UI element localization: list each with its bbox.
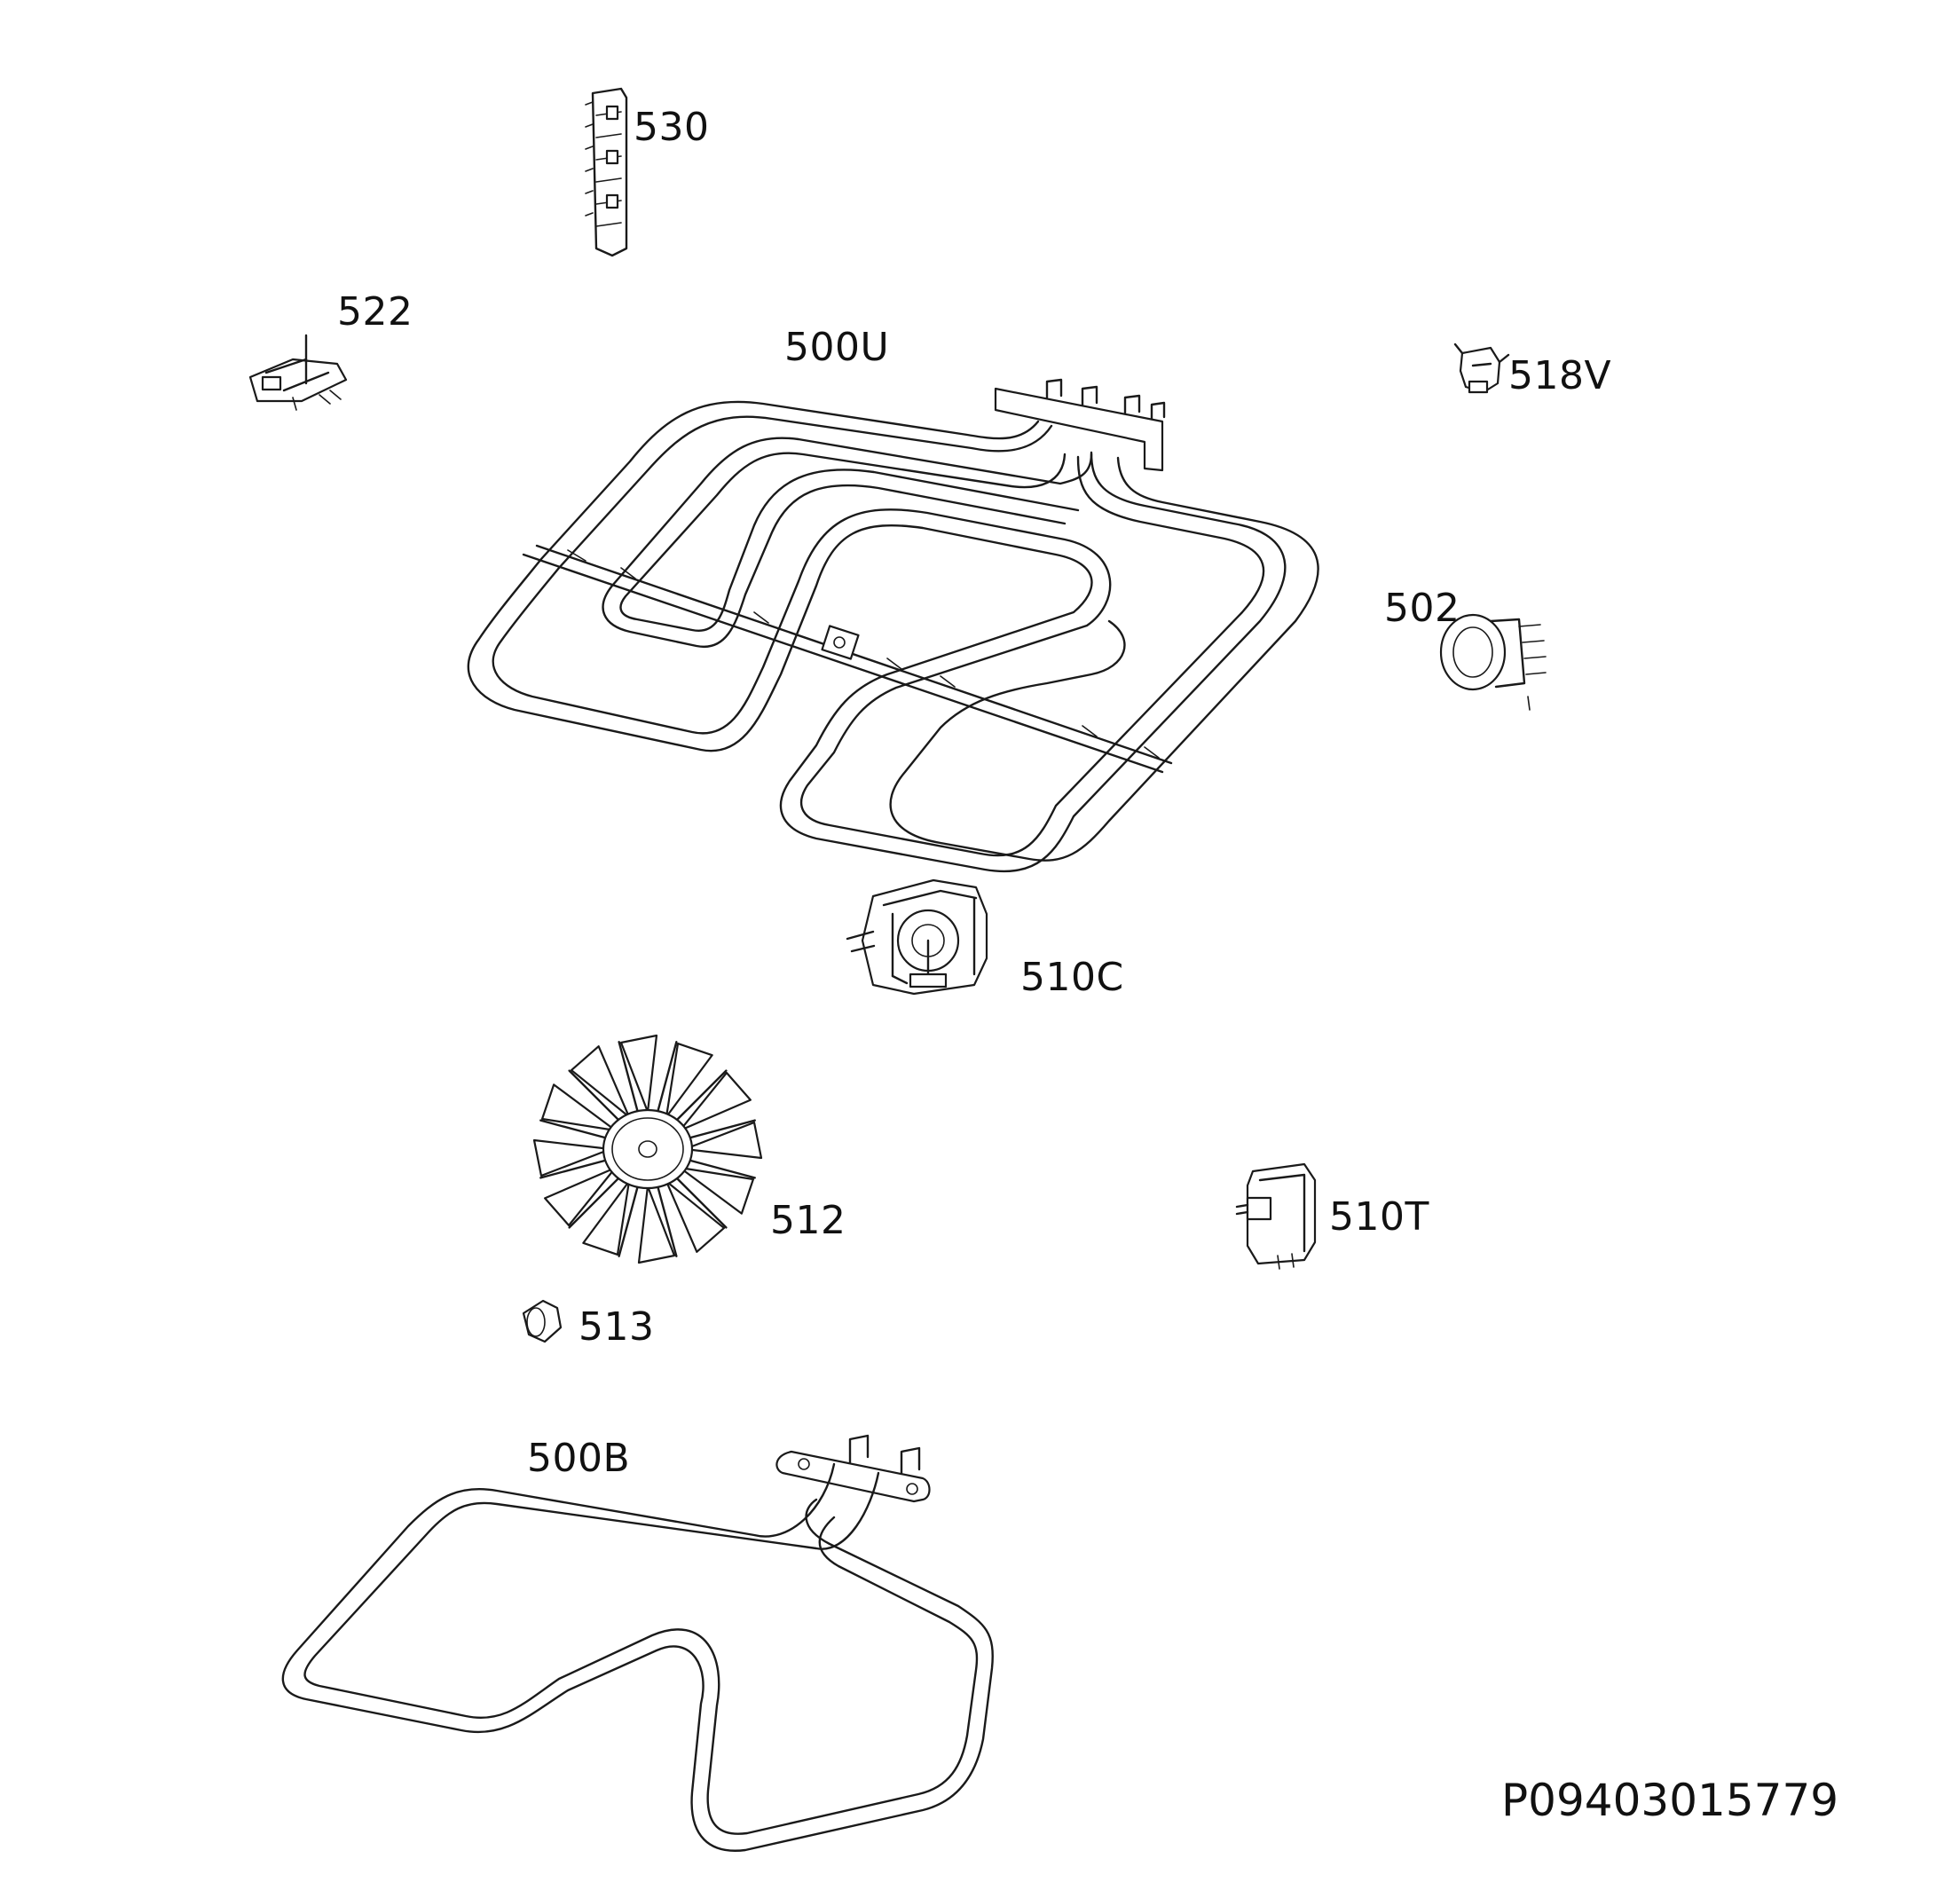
part-530-terminal-block [585,87,628,257]
label-part-513: 513 [579,1304,655,1350]
label-part-522: 522 [337,289,413,335]
label-part-518V: 518V [1508,353,1612,398]
label-part-502: 502 [1384,586,1460,631]
document-id: P09403015779 [1501,1775,1839,1826]
part-500B-bottom-element [281,1434,994,1852]
part-522-switch [248,334,348,411]
part-500U-grill-element [467,378,1319,873]
label-part-512: 512 [770,1198,846,1243]
label-part-500B: 500B [527,1436,631,1481]
part-518V-clip [1453,343,1510,394]
label-part-530: 530 [634,105,710,150]
part-510T-thermostat [1235,1162,1317,1270]
part-513-nut [522,1299,563,1343]
label-part-510T: 510T [1329,1194,1429,1240]
label-part-500U: 500U [784,325,890,370]
part-510C-fan-motor [846,878,988,996]
part-512-fan-impeller [532,1034,763,1264]
part-502-lamp [1439,613,1547,711]
label-part-510C: 510C [1020,955,1124,1000]
